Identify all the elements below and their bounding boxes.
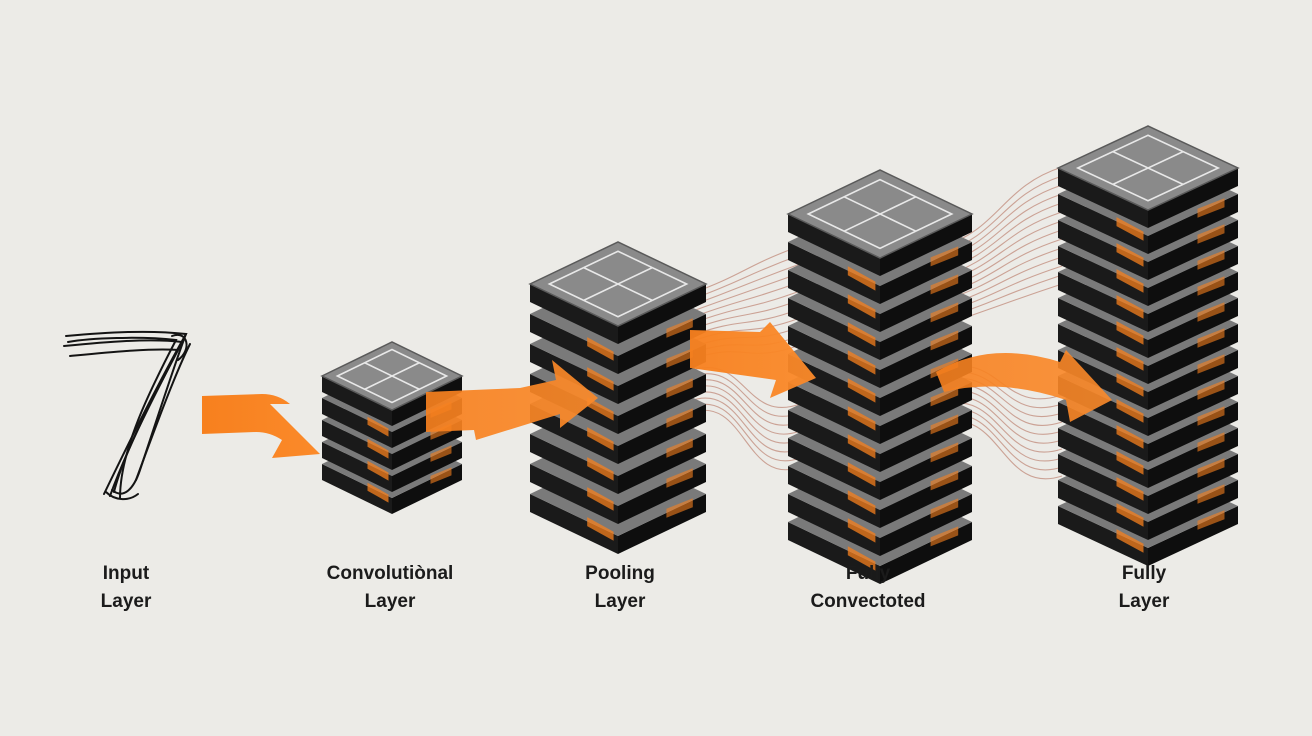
connection-line (689, 391, 801, 444)
label-convolutional-layer: Convolutiònal Layer (270, 560, 510, 616)
connection-line (689, 281, 801, 319)
input-digit-seven (63, 330, 191, 500)
connection-line (689, 379, 801, 426)
top-grid-face (528, 241, 708, 344)
top-grid-face (786, 169, 974, 276)
label-line1: Fully (1121, 563, 1167, 584)
label-line2: Layer (100, 591, 152, 612)
label-line1: Input (102, 563, 150, 584)
flow-arrows (202, 322, 1112, 458)
arrow-conv-to-pool (426, 360, 598, 440)
label-line1: Pooling (585, 563, 655, 584)
label-line2: Convectoted (810, 591, 926, 612)
connection-line (689, 403, 801, 462)
connection-line (689, 385, 801, 435)
connection-line (689, 373, 801, 417)
arrow-input-to-conv (202, 394, 320, 458)
label-fully-layer: Fully Layer (1024, 560, 1264, 616)
pooling-layer-stack (528, 241, 708, 554)
connection-line (689, 299, 801, 331)
label-pooling-layer: Pooling Layer (500, 560, 740, 616)
label-fully-connected-layer: Fully Convectoted (748, 560, 988, 616)
arrow-fc-to-out (936, 350, 1112, 422)
label-line2: Layer (594, 591, 646, 612)
label-line1: Convolutiònal (326, 563, 454, 584)
connection-line (689, 290, 801, 325)
connection-line (689, 272, 801, 313)
connection-line (689, 245, 801, 295)
label-line1: Fully (845, 563, 891, 584)
fully-layer-stack (1056, 125, 1240, 566)
fully-connected-layer-stack (786, 169, 974, 584)
connection-line (689, 409, 801, 471)
connection-line (689, 254, 801, 301)
label-input-layer: Input Layer (6, 560, 246, 616)
top-grid-face (1056, 125, 1240, 228)
label-line2: Layer (364, 591, 416, 612)
arrow-pool-to-fc (690, 322, 816, 398)
label-line2: Layer (1118, 591, 1170, 612)
connection-line (689, 397, 801, 453)
